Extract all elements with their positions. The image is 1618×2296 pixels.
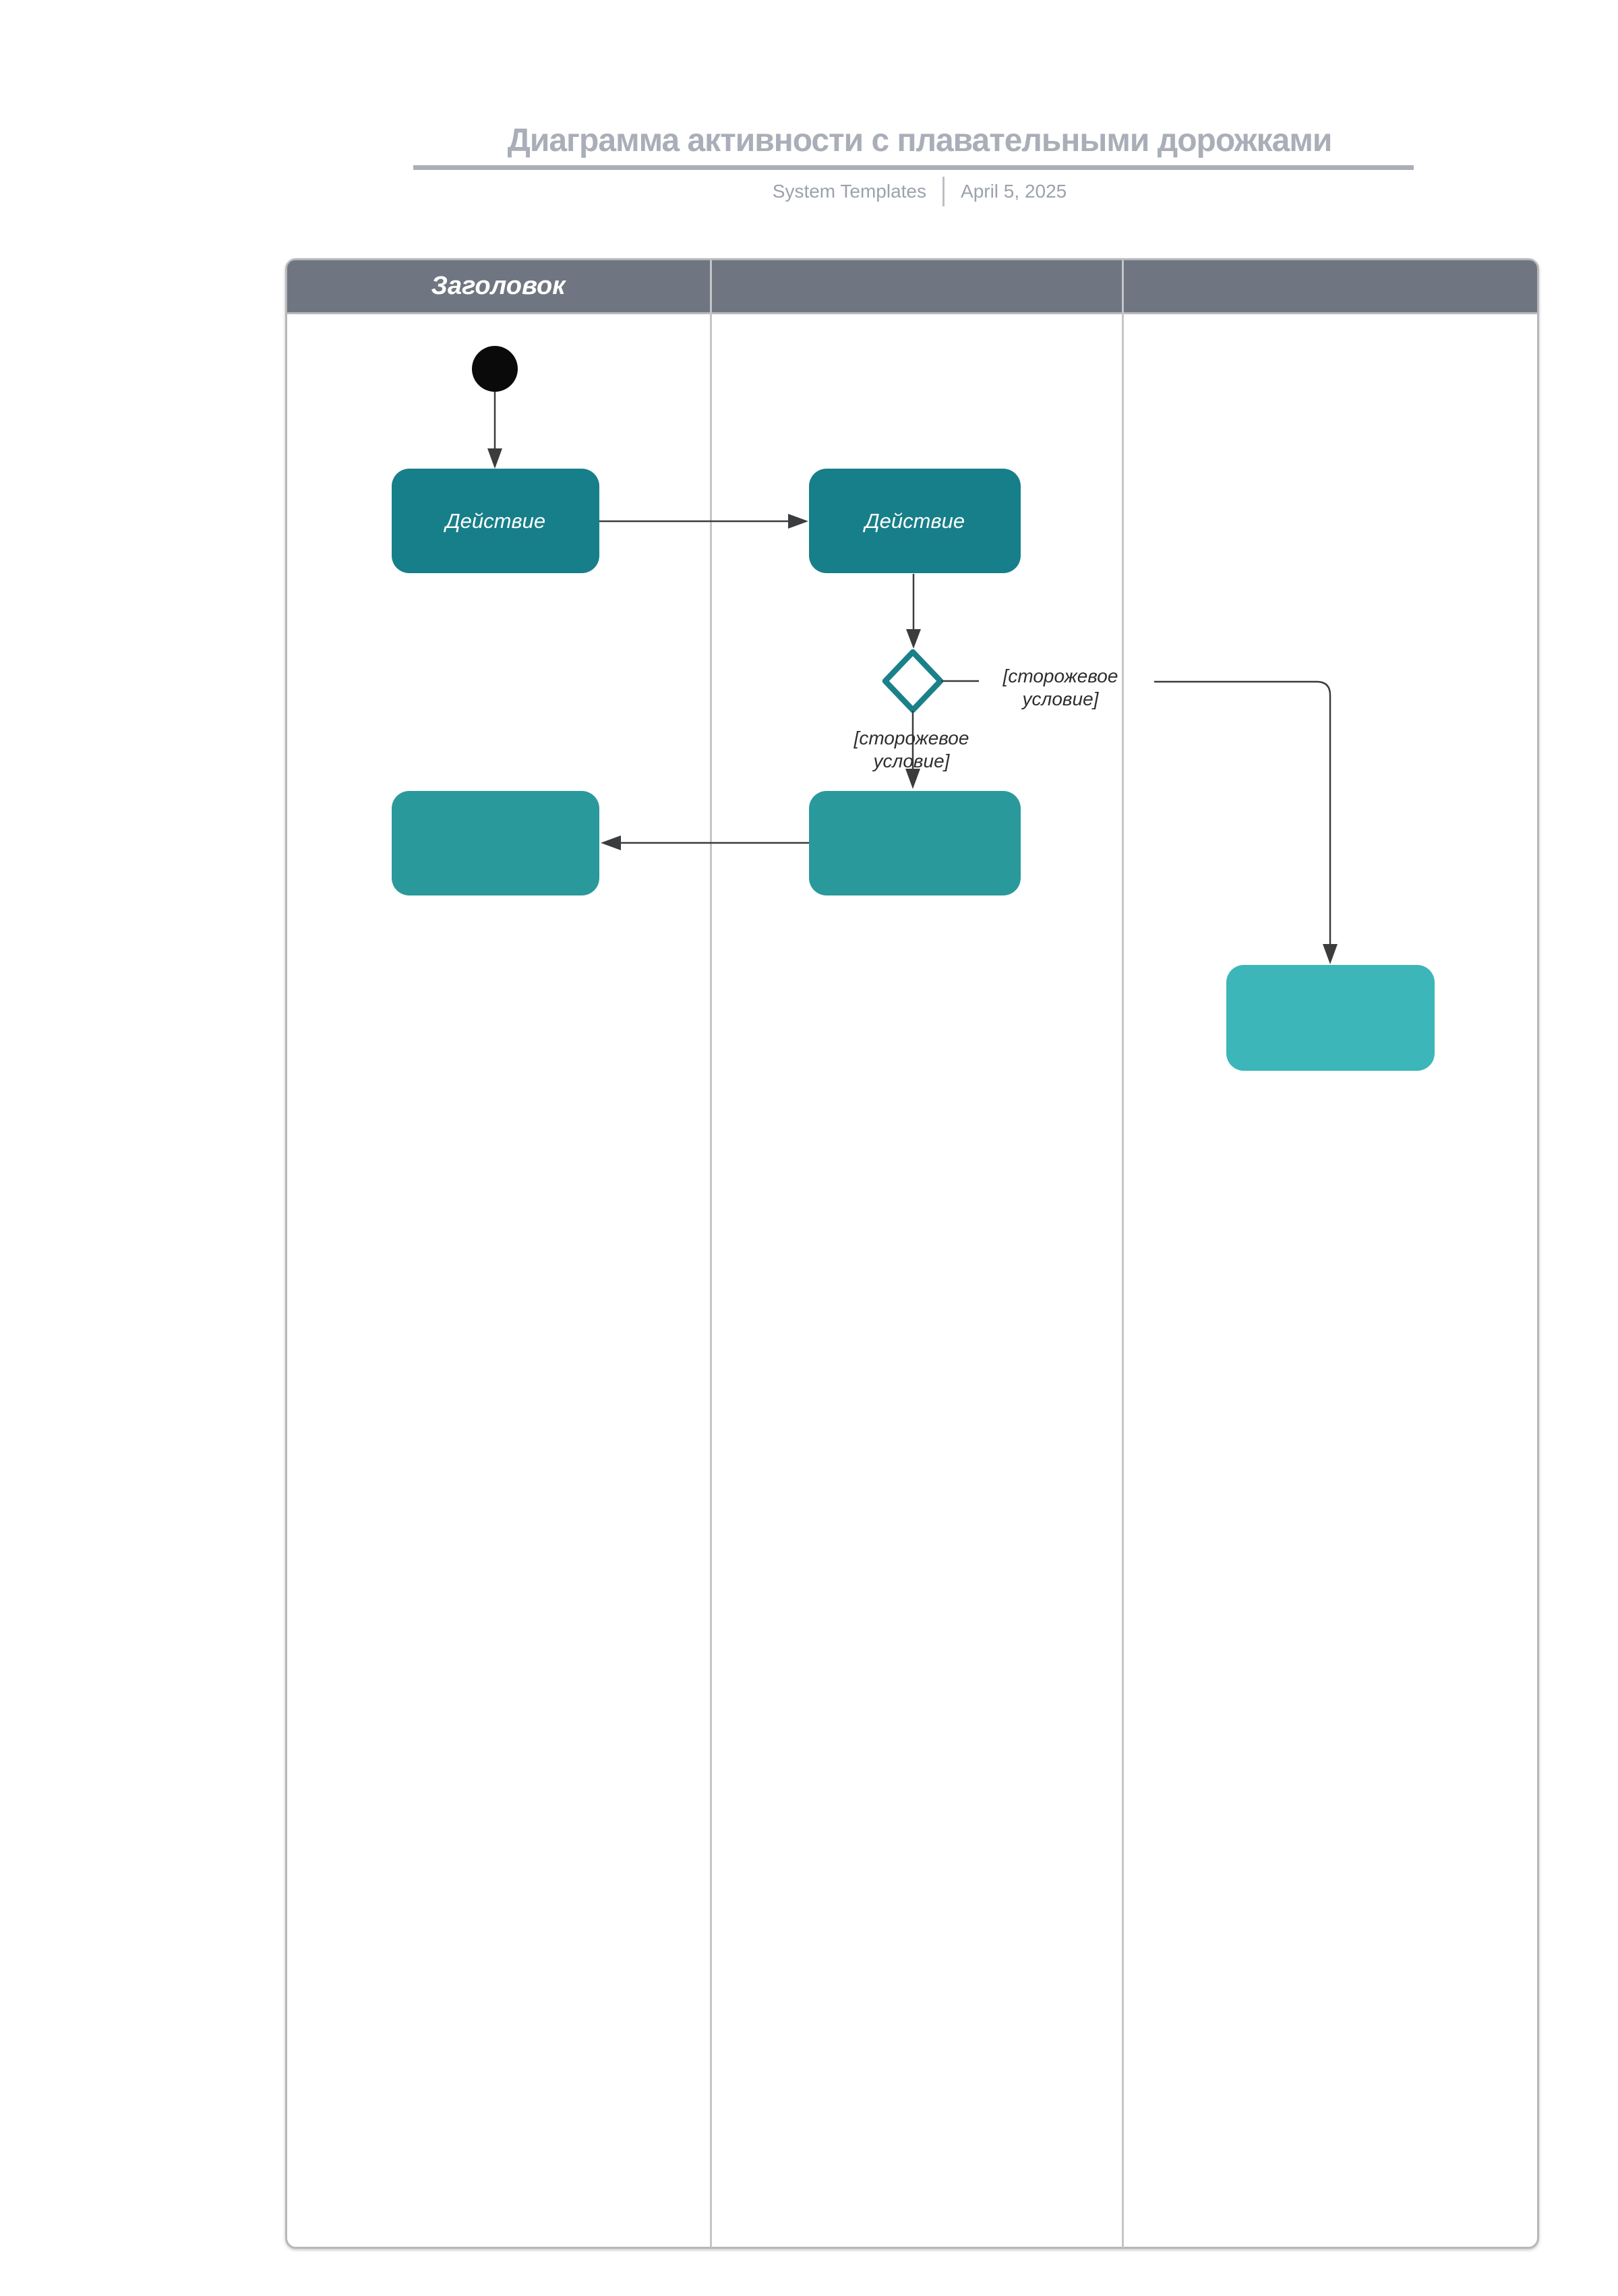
guard-condition-label-below[interactable]: [сторожевое условие]: [853, 728, 969, 771]
subtitle-separator: [942, 177, 945, 206]
action-box-1-label: Действие: [445, 508, 546, 533]
initial-node[interactable]: [472, 346, 518, 392]
swimlane-header-bar[interactable]: [287, 260, 1537, 314]
page-title: Диаграмма активности с плавательными дор…: [507, 123, 1333, 158]
arrowhead-down-icon: [905, 769, 920, 789]
arrowhead-right-icon: [788, 514, 808, 529]
arrowhead-down-icon: [487, 448, 502, 469]
decision-diamond[interactable]: [882, 649, 944, 713]
guard-condition-label-right[interactable]: [сторожевое условие]: [1002, 666, 1118, 709]
lane-divider-1[interactable]: [710, 260, 712, 2247]
action-box-empty-lane2[interactable]: [809, 791, 1021, 895]
arrowhead-down-icon: [1323, 944, 1338, 964]
arrowhead-left-icon: [601, 835, 621, 850]
arrowhead-down-icon: [906, 629, 921, 649]
lane-header-label[interactable]: Заголовок: [431, 271, 566, 300]
title-underline: [413, 165, 1414, 170]
action-box-empty-lane1[interactable]: [392, 791, 599, 895]
subtitle-source: System Templates: [772, 181, 927, 202]
subtitle: System Templates April 5, 2025: [245, 177, 1594, 206]
subtitle-date: April 5, 2025: [961, 181, 1067, 202]
lane-divider-2[interactable]: [1122, 260, 1124, 2247]
action-box-1[interactable]: Действие: [392, 469, 599, 573]
action-box-2-label: Действие: [864, 508, 965, 533]
action-box-2[interactable]: Действие: [809, 469, 1021, 573]
flow-arrow-decision-to-lane3[interactable]: [1154, 680, 1331, 945]
action-box-empty-lane3[interactable]: [1226, 965, 1435, 1071]
swimlane-container: [285, 258, 1539, 2249]
